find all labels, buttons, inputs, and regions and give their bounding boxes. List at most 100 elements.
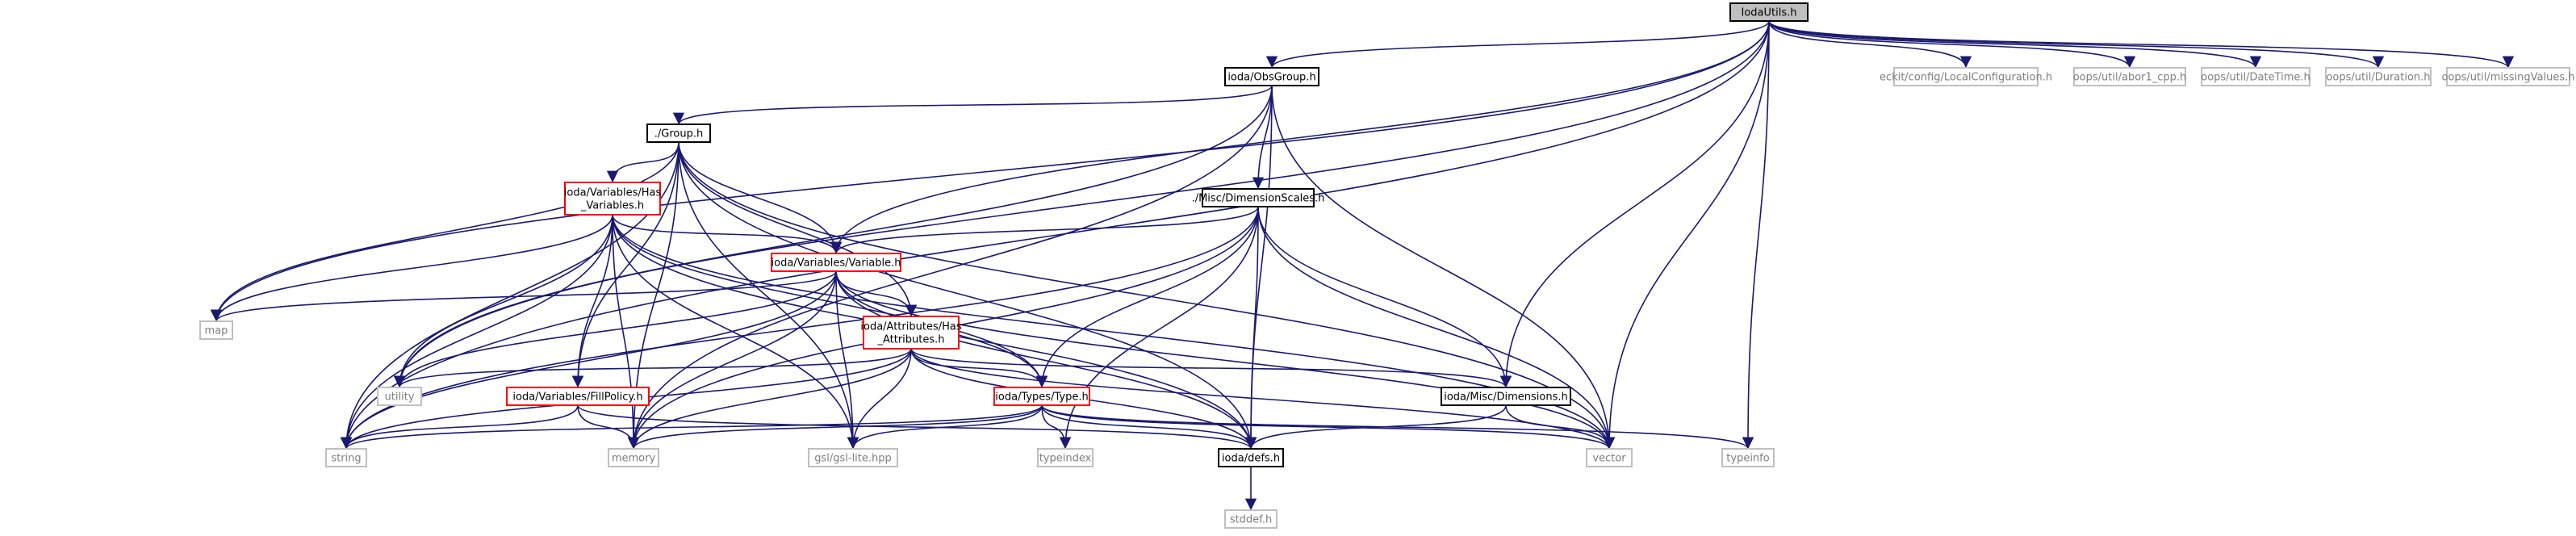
edge-hasvars-to-map bbox=[210, 214, 613, 322]
node-dimscales-label: ./Misc/DimensionScales.h bbox=[1192, 193, 1325, 205]
edge-types-to-gsl bbox=[847, 404, 1043, 450]
node-typeinfo-box bbox=[1721, 448, 1775, 467]
edge-variable-to-utility bbox=[393, 270, 837, 388]
edge-iodautils-to-obsgroup bbox=[1266, 20, 1770, 69]
node-obsgroup-label: ioda/ObsGroup.h bbox=[1227, 72, 1315, 84]
node-variable-label: ioda/Variables/Variable.h bbox=[772, 258, 901, 270]
node-hasvars[interactable]: ioda/Variables/Has_Variables.h bbox=[564, 182, 662, 216]
node-utility-box bbox=[377, 387, 422, 406]
node-dimensions-label: ioda/Misc/Dimensions.h bbox=[1444, 392, 1568, 404]
edge-types-to-memory bbox=[627, 404, 1043, 450]
node-stddef: stddef.h bbox=[1224, 509, 1278, 529]
edge-obsgroup-to-group bbox=[673, 85, 1273, 125]
node-hasvars-label: _Variables.h bbox=[580, 200, 644, 212]
node-iodautils[interactable]: IodaUtils.h bbox=[1729, 2, 1809, 22]
node-types[interactable]: ioda/Types/Type.h bbox=[993, 387, 1090, 406]
node-typeindex-label: typeindex bbox=[1039, 453, 1092, 465]
node-map-box bbox=[199, 320, 233, 340]
edge-iodautils-to-abort1 bbox=[1768, 20, 2136, 69]
edge-iodautils-to-datetime bbox=[1768, 20, 2261, 69]
node-string: string bbox=[325, 448, 367, 467]
node-hasattrs-box bbox=[863, 316, 960, 350]
edge-group-to-fillpolicy bbox=[571, 141, 680, 388]
edge-hasvars-to-fillpolicy bbox=[571, 214, 613, 388]
edge-dimscales-to-defs bbox=[1244, 206, 1259, 450]
node-hasattrs[interactable]: ioda/Attributes/Has_Attributes.h bbox=[860, 316, 962, 350]
edge-iodautils-to-localconf bbox=[1768, 20, 1972, 69]
edge-hasvars-to-memory bbox=[612, 214, 640, 450]
node-types-label: ioda/Types/Type.h bbox=[995, 392, 1088, 404]
node-defs-label: ioda/defs.h bbox=[1222, 453, 1280, 465]
edge-dimscales-to-variable bbox=[830, 206, 1259, 254]
node-typeinfo: typeinfo bbox=[1721, 448, 1775, 467]
node-types-box bbox=[993, 387, 1090, 406]
node-hasattrs-label: ioda/Attributes/Has bbox=[860, 321, 961, 333]
edge-iodautils-to-variable bbox=[830, 20, 1770, 254]
node-group-label: ./Group.h bbox=[654, 128, 703, 140]
node-defs[interactable]: ioda/defs.h bbox=[1218, 448, 1284, 467]
node-group-box bbox=[646, 124, 711, 143]
node-obsgroup-box bbox=[1224, 67, 1319, 86]
node-localconf-label: eckit/config/LocalConfiguration.h bbox=[1880, 72, 2052, 84]
node-duration-box bbox=[2325, 67, 2432, 86]
node-fillpolicy-box bbox=[506, 387, 650, 406]
edge-variable-to-vector bbox=[835, 270, 1616, 450]
node-defs-box bbox=[1218, 448, 1284, 467]
node-dimscales[interactable]: ./Misc/DimensionScales.h bbox=[1192, 188, 1325, 207]
node-gsl: gsl/gsl-lite.hpp bbox=[808, 448, 898, 467]
edge-dimscales-to-typeindex bbox=[1059, 206, 1259, 450]
edge-iodautils-to-missing bbox=[1768, 20, 2514, 69]
edge-fillpolicy-to-string bbox=[340, 404, 579, 450]
edge-iodautils-to-vector bbox=[1603, 20, 1770, 450]
edge-group-to-variable bbox=[678, 141, 843, 254]
node-group[interactable]: ./Group.h bbox=[646, 124, 711, 143]
edge-variable-to-memory bbox=[627, 270, 837, 450]
edge-iodautils-to-typeinfo bbox=[1742, 20, 1770, 450]
node-iodautils-box bbox=[1729, 2, 1809, 22]
node-variable[interactable]: ioda/Variables/Variable.h bbox=[771, 253, 901, 272]
edge-fillpolicy-to-memory bbox=[577, 404, 640, 450]
edge-group-to-hasvars bbox=[606, 141, 680, 183]
edge-variable-to-defs bbox=[835, 270, 1257, 450]
edge-hasvars-to-variable bbox=[612, 214, 843, 254]
node-memory: memory bbox=[608, 448, 659, 467]
node-missing-label: oops/util/missingValues.h bbox=[2441, 72, 2574, 84]
edge-dimscales-to-vector bbox=[1257, 206, 1616, 450]
node-fillpolicy[interactable]: ioda/Variables/FillPolicy.h bbox=[506, 387, 650, 406]
edge-fillpolicy-to-defs bbox=[577, 404, 1257, 450]
node-gsl-box bbox=[808, 448, 898, 467]
node-duration: oops/util/Duration.h bbox=[2325, 67, 2432, 86]
edge-types-to-string bbox=[341, 404, 1043, 450]
node-abort1-label: oops/util/abor1_cpp.h bbox=[2073, 72, 2187, 84]
node-vector: vector bbox=[1586, 448, 1633, 467]
node-missing: oops/util/missingValues.h bbox=[2441, 67, 2575, 86]
node-vector-label: vector bbox=[1592, 453, 1626, 465]
edge-hasattrs-to-vector bbox=[910, 348, 1615, 450]
node-utility: utility bbox=[377, 387, 422, 406]
node-utility-label: utility bbox=[385, 392, 415, 404]
edge-group-to-map bbox=[210, 141, 680, 322]
node-string-box bbox=[325, 448, 367, 467]
edge-types-to-typeindex bbox=[1041, 404, 1072, 450]
node-typeinfo-label: typeinfo bbox=[1726, 453, 1769, 465]
edge-iodautils-to-dimensions bbox=[1499, 20, 1770, 388]
edge-hasvars-to-string bbox=[340, 214, 613, 450]
node-dimensions-box bbox=[1441, 387, 1571, 406]
edge-hasattrs-to-gsl bbox=[847, 348, 912, 450]
edge-dimensions-to-defs bbox=[1244, 404, 1507, 450]
node-duration-label: oops/util/Duration.h bbox=[2326, 72, 2430, 84]
node-obsgroup[interactable]: ioda/ObsGroup.h bbox=[1224, 67, 1319, 86]
nodes-layer: IodaUtils.h ioda/ObsGroup.h eckit/config/L… bbox=[199, 2, 2575, 529]
node-dimensions[interactable]: ioda/Misc/Dimensions.h bbox=[1441, 387, 1571, 406]
edge-obsgroup-to-memory bbox=[627, 85, 1273, 450]
node-string-label: string bbox=[331, 453, 361, 465]
edge-group-to-gsl bbox=[678, 141, 859, 450]
node-typeindex: typeindex bbox=[1037, 448, 1094, 467]
edge-iodautils-to-string bbox=[340, 20, 1770, 450]
node-gsl-label: gsl/gsl-lite.hpp bbox=[814, 453, 892, 465]
node-datetime-box bbox=[2201, 67, 2310, 86]
node-variable-box bbox=[771, 253, 901, 272]
edge-group-to-defs bbox=[678, 141, 1257, 450]
node-map-label: map bbox=[205, 325, 228, 337]
